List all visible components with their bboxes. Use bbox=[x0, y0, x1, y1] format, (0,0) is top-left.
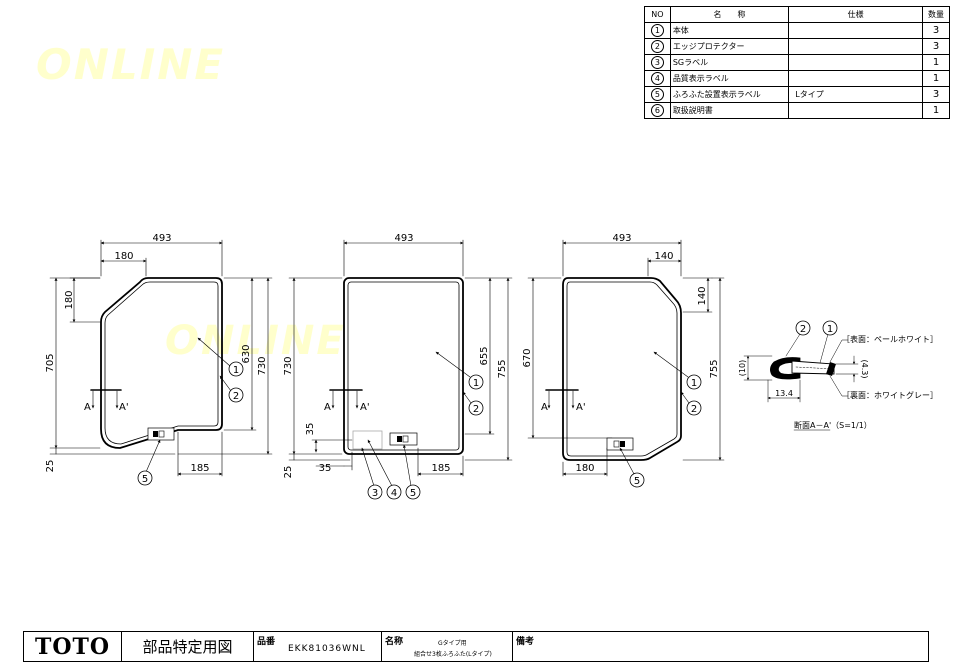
table-row: 2 エッジプロテクター 3 bbox=[644, 38, 950, 55]
section-caption: 断面A－A'（S=1/1） bbox=[794, 420, 872, 430]
balloon-2: 2 bbox=[800, 324, 806, 335]
table-row: 1 本体 3 bbox=[644, 22, 950, 39]
sg-label bbox=[352, 430, 383, 450]
row-qty: 1 bbox=[922, 102, 950, 119]
row-number: 6 bbox=[650, 103, 664, 117]
section-mark-a-prime: A' bbox=[119, 402, 129, 413]
balloon-1: 1 bbox=[827, 324, 833, 335]
toto-logo: TOTO bbox=[24, 632, 122, 661]
dim-center-width: 493 bbox=[394, 233, 413, 244]
row-name: 取扱説明書 bbox=[669, 102, 790, 119]
product-name-line-1: Gタイプ用 bbox=[438, 640, 467, 647]
section-mark-a: A bbox=[541, 402, 548, 413]
row-number: 5 bbox=[650, 87, 664, 101]
table-row: 5 ふろふた設置表示ラベル Lタイプ 3 bbox=[644, 86, 950, 103]
row-number: 3 bbox=[650, 55, 664, 69]
part-number-cell: 品番 EKK81036WNL bbox=[254, 632, 382, 661]
product-name-label: 名称 bbox=[385, 637, 404, 647]
balloon-1: 1 bbox=[473, 378, 479, 389]
balloon-1: 1 bbox=[691, 378, 697, 389]
section-mark-a-prime: A' bbox=[576, 402, 586, 413]
dim-left-height: 705 bbox=[45, 353, 56, 372]
notes-label: 備考 bbox=[516, 637, 535, 647]
dim-right-width: 493 bbox=[612, 233, 631, 244]
product-name-cell: 名称 Gタイプ用 組合せ3枚ふろふた(Lタイプ) bbox=[382, 632, 513, 661]
left-panel-outer bbox=[100, 277, 223, 449]
product-name-line-2: 組合せ3枚ふろふた(Lタイプ) bbox=[414, 651, 492, 658]
balloon-4: 4 bbox=[391, 488, 397, 499]
part-number: EKK81036WNL bbox=[288, 644, 366, 654]
section-mark-a-prime: A' bbox=[360, 402, 370, 413]
table-row: 4 品質表示ラベル 1 bbox=[644, 70, 950, 87]
section-mark-a: A bbox=[84, 402, 91, 413]
title-block: TOTO 部品特定用図 品番 EKK81036WNL 名称 Gタイプ用 組合せ3… bbox=[23, 631, 929, 662]
dim-left-inner-height: 630 bbox=[241, 344, 252, 363]
parts-table: NO 名 称 仕様 数量 1 本体 3 2 エッジプロテクター 3 3 SGラベ… bbox=[644, 6, 950, 119]
dim-center-sg-height: 35 bbox=[305, 423, 316, 436]
balloon-2: 2 bbox=[473, 404, 479, 415]
row-number: 1 bbox=[650, 23, 664, 37]
row-spec bbox=[788, 102, 924, 119]
dim-left-outer-height: 730 bbox=[257, 356, 268, 375]
dim-center-height: 730 bbox=[283, 356, 294, 375]
right-panel-inner bbox=[566, 281, 678, 457]
balloon-5: 5 bbox=[410, 488, 416, 499]
balloon-3: 3 bbox=[372, 488, 378, 499]
balloon-5: 5 bbox=[142, 474, 148, 485]
balloon-1: 1 bbox=[233, 365, 239, 376]
section-mark-a: A bbox=[324, 402, 331, 413]
right-panel-view: 493 140 140 670 755 180 A A' bbox=[522, 233, 725, 488]
dim-right-label-offset: 180 bbox=[575, 463, 594, 474]
center-label bbox=[389, 432, 418, 446]
dim-left-side-cut: 180 bbox=[64, 290, 75, 309]
notes-cell: 備考 bbox=[513, 632, 928, 661]
balloon-2: 2 bbox=[691, 404, 697, 415]
dim-left-label-offset: 185 bbox=[190, 463, 209, 474]
row-number: 4 bbox=[650, 71, 664, 85]
dim-center-label-offset: 185 bbox=[431, 463, 450, 474]
dim-right-height: 670 bbox=[522, 348, 533, 367]
dim-center-inner-height: 655 bbox=[479, 346, 490, 365]
dim-right-outer-height: 755 bbox=[709, 359, 720, 378]
dim-left-bottom-offset: 25 bbox=[45, 460, 56, 473]
section-detail: (10) 13.4 (4.3) 2 1 ［表面：ペールホワイト］ ［裏面：ホワイ… bbox=[738, 320, 938, 431]
balloon-5: 5 bbox=[634, 476, 640, 487]
dim-left-top-cut: 180 bbox=[114, 251, 133, 262]
center-panel-view: 493 730 25 35 35 655 755 185 bbox=[283, 233, 513, 500]
dim-right-side-cut: 140 bbox=[697, 286, 708, 305]
section-surface-back: ［裏面：ホワイトグレー］ bbox=[842, 390, 938, 400]
left-panel-inner bbox=[104, 281, 219, 445]
dim-section-core: (4.3) bbox=[860, 360, 869, 379]
parts-table-header: NO 名 称 仕様 数量 bbox=[644, 6, 950, 23]
right-panel-outer bbox=[562, 277, 682, 461]
dim-section-thickness: (10) bbox=[738, 360, 747, 376]
dim-left-width: 493 bbox=[152, 233, 171, 244]
center-panel-outer bbox=[343, 277, 464, 455]
balloon-2: 2 bbox=[233, 391, 239, 402]
dim-right-top-cut: 140 bbox=[654, 251, 673, 262]
dim-center-bottom-offset: 25 bbox=[283, 466, 294, 479]
left-panel-view: 493 180 180 705 25 630 730 185 bbox=[45, 233, 273, 486]
left-label bbox=[147, 427, 175, 441]
section-surface-front: ［表面：ペールホワイト］ bbox=[842, 334, 938, 344]
center-panel-inner bbox=[347, 281, 460, 451]
drawing-title: 部品特定用図 bbox=[122, 632, 254, 661]
row-number: 2 bbox=[650, 39, 664, 53]
dim-center-sg-offset: 35 bbox=[319, 463, 332, 474]
table-row: 6 取扱説明書 1 bbox=[644, 102, 950, 119]
dim-center-outer-height: 755 bbox=[497, 359, 508, 378]
part-number-label: 品番 bbox=[257, 637, 276, 647]
dim-section-width: 13.4 bbox=[775, 389, 793, 398]
